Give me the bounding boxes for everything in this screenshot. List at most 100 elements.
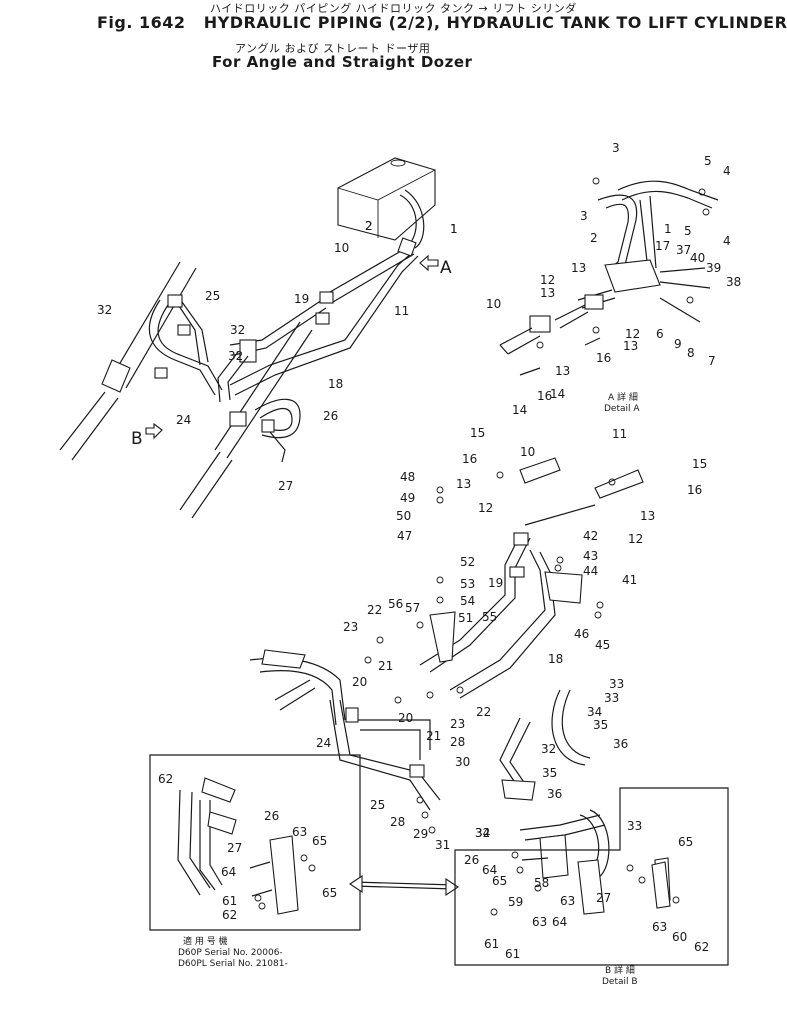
part-callout-65: 65 bbox=[678, 835, 693, 849]
part-callout-5: 5 bbox=[704, 154, 712, 168]
part-callout-46: 46 bbox=[574, 627, 589, 641]
part-callout-63: 63 bbox=[532, 915, 547, 929]
part-callout-28: 28 bbox=[390, 815, 405, 829]
serial-caption: 適 用 号 機 D60P Serial No. 20006- D60PL Ser… bbox=[178, 935, 288, 969]
part-callout-17: 17 bbox=[655, 239, 670, 253]
svg-text:Detail A: Detail A bbox=[604, 404, 640, 414]
svg-text:A 詳 細: A 詳 細 bbox=[608, 391, 638, 403]
part-callout-29: 29 bbox=[413, 827, 428, 841]
part-callout-53: 53 bbox=[460, 577, 475, 591]
part-callout-13: 13 bbox=[640, 509, 655, 523]
part-callout-63: 63 bbox=[292, 825, 307, 839]
part-callout-23: 23 bbox=[450, 717, 465, 731]
figure-number: Fig. 1642 bbox=[97, 13, 186, 32]
part-callout-33: 33 bbox=[609, 677, 624, 691]
part-callout-62: 62 bbox=[158, 772, 173, 786]
part-callout-2: 2 bbox=[590, 231, 598, 245]
part-callout-26: 26 bbox=[264, 809, 279, 823]
part-callout-48: 48 bbox=[400, 470, 415, 484]
part-callout-56: 56 bbox=[388, 597, 403, 611]
part-callout-13: 13 bbox=[623, 339, 638, 353]
part-callout-13: 13 bbox=[540, 286, 555, 300]
svg-text:D60PL Serial No. 21081-: D60PL Serial No. 21081- bbox=[178, 959, 288, 969]
part-callout-38: 38 bbox=[726, 275, 741, 289]
detail-b-caption: B 詳 細 Detail B bbox=[602, 964, 638, 987]
part-callout-33: 33 bbox=[604, 691, 619, 705]
part-callout-11: 11 bbox=[394, 304, 409, 318]
part-callout-65: 65 bbox=[312, 834, 327, 848]
part-callout-62: 62 bbox=[222, 908, 237, 922]
part-callout-45: 45 bbox=[595, 638, 610, 652]
part-callout-22: 22 bbox=[476, 705, 491, 719]
part-callout-57: 57 bbox=[405, 601, 420, 615]
main-assembly-piping bbox=[59, 189, 425, 519]
part-callout-27: 27 bbox=[227, 841, 242, 855]
part-callout-10: 10 bbox=[520, 445, 535, 459]
detail-b-box bbox=[454, 787, 729, 966]
part-callout-27: 27 bbox=[278, 479, 293, 493]
part-callout-13: 13 bbox=[555, 364, 570, 378]
part-callout-8: 8 bbox=[687, 346, 695, 360]
part-callout-16: 16 bbox=[687, 483, 702, 497]
subtitle: For Angle and Straight Dozer bbox=[212, 53, 473, 71]
part-callout-62: 62 bbox=[694, 940, 709, 954]
part-callout-49: 49 bbox=[400, 491, 415, 505]
part-callout-32: 32 bbox=[230, 323, 245, 337]
part-callout-40: 40 bbox=[690, 251, 705, 265]
part-callout-25: 25 bbox=[370, 798, 385, 812]
part-callout-6: 6 bbox=[656, 327, 664, 341]
detail-a-drawing bbox=[499, 177, 719, 376]
part-callout-1: 1 bbox=[450, 222, 458, 236]
part-callout-42: 42 bbox=[583, 529, 598, 543]
part-callout-7: 7 bbox=[708, 354, 716, 368]
serial-detail-box bbox=[149, 754, 361, 931]
part-callout-44: 44 bbox=[583, 564, 598, 578]
part-callout-31: 31 bbox=[435, 838, 450, 852]
part-callout-23: 23 bbox=[343, 620, 358, 634]
detail-a-caption: A 詳 細 Detail A bbox=[604, 391, 640, 414]
part-callout-27: 27 bbox=[596, 891, 611, 905]
part-callout-60: 60 bbox=[672, 930, 687, 944]
view-a-arrow: A bbox=[419, 254, 452, 278]
double-arrow bbox=[349, 874, 459, 897]
part-callout-25: 25 bbox=[205, 289, 220, 303]
part-callout-13: 13 bbox=[571, 261, 586, 275]
part-callout-59: 59 bbox=[508, 895, 523, 909]
part-callout-15: 15 bbox=[470, 426, 485, 440]
part-callout-22: 22 bbox=[367, 603, 382, 617]
part-callout-60: 60 bbox=[0, 0, 15, 3]
part-callout-19: 19 bbox=[294, 292, 309, 306]
part-callout-64: 64 bbox=[552, 915, 567, 929]
part-callout-12: 12 bbox=[540, 273, 555, 287]
svg-text:D60P Serial No. 20006-: D60P Serial No. 20006- bbox=[178, 948, 283, 958]
part-callout-20: 20 bbox=[398, 711, 413, 725]
part-callout-61: 61 bbox=[484, 937, 499, 951]
part-callout-63: 63 bbox=[652, 920, 667, 934]
part-callout-36: 36 bbox=[613, 737, 628, 751]
part-callout-16: 16 bbox=[537, 389, 552, 403]
part-callout-30: 30 bbox=[455, 755, 470, 769]
part-callout-1: 1 bbox=[664, 222, 672, 236]
part-callout-10: 10 bbox=[486, 297, 501, 311]
view-b-arrow: B bbox=[131, 422, 163, 449]
part-callout-64: 64 bbox=[482, 863, 497, 877]
part-callout-43: 43 bbox=[583, 549, 598, 563]
part-callout-34: 34 bbox=[587, 705, 602, 719]
part-callout-32: 32 bbox=[541, 742, 556, 756]
part-callout-32: 32 bbox=[228, 349, 243, 363]
subtitle-jp: アングル および ストレート ドーザ用 bbox=[235, 42, 431, 55]
part-callout-10: 10 bbox=[334, 241, 349, 255]
part-callout-11: 11 bbox=[612, 427, 627, 441]
part-callout-58: 58 bbox=[534, 876, 549, 890]
part-callout-52: 52 bbox=[460, 555, 475, 569]
part-callout-41: 41 bbox=[622, 573, 637, 587]
part-callout-35: 35 bbox=[542, 766, 557, 780]
part-callout-13: 13 bbox=[456, 477, 471, 491]
part-callout-39: 39 bbox=[706, 261, 721, 275]
part-callout-21: 21 bbox=[378, 659, 393, 673]
hydraulic-tank bbox=[337, 157, 436, 241]
part-callout-32: 32 bbox=[97, 303, 112, 317]
part-callout-32: 32 bbox=[475, 826, 490, 840]
part-callout-2: 2 bbox=[365, 219, 373, 233]
